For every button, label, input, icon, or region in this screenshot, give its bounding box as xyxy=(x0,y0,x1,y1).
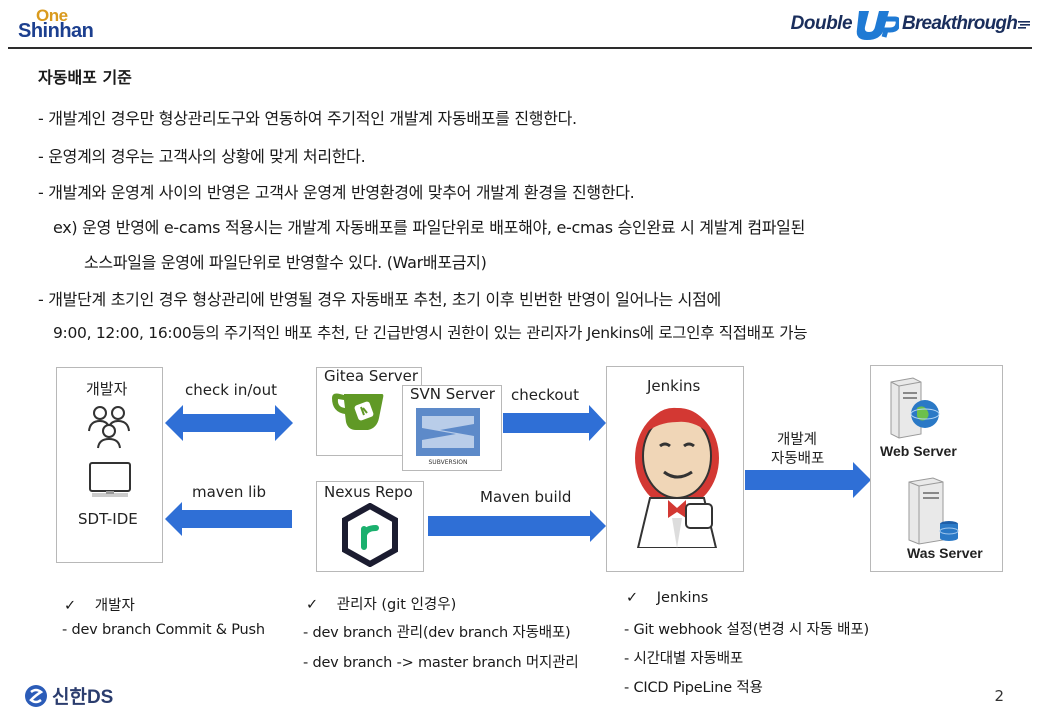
deploy-right-arrow xyxy=(745,462,871,498)
brand-logo: Double Breakthrough xyxy=(791,8,1032,40)
note-developer-item-1: - dev branch Commit & Push xyxy=(62,622,265,638)
monitor-icon xyxy=(89,462,131,497)
page-title: 자동배포 기준 xyxy=(38,68,132,87)
mavenbuild-right-arrow xyxy=(428,510,606,542)
page-number: 2 xyxy=(994,687,1004,705)
text-line-7: 9:00, 12:00, 16:00등의 주기적인 배포 추천, 단 긴급반영시… xyxy=(53,324,808,342)
mavenlib-label: maven lib xyxy=(192,483,267,501)
text-line-5: 소스파일을 운영에 파일단위로 반영할수 있다. (War배포금지) xyxy=(84,253,487,272)
web-server-label: Web Server xyxy=(880,443,957,459)
note-jenkins-item-3: - CICD PipeLine 적용 xyxy=(624,680,763,696)
note-check-jenkins: ✓ Jenkins xyxy=(626,590,708,606)
note-jenkins-item-1: - Git webhook 설정(변경 시 자동 배포) xyxy=(624,622,869,638)
note-check-admin: ✓ 관리자 (git 인경우) xyxy=(306,593,456,614)
logo-one-text: One xyxy=(36,6,68,25)
text-line-2: - 운영계의 경우는 고객사의 상황에 맞게 처리한다. xyxy=(38,147,366,166)
brand-speed-icon xyxy=(1018,21,1030,29)
checkin-double-arrow xyxy=(165,405,293,441)
svn-server-label: SVN Server xyxy=(410,385,495,403)
check-icon: ✓ xyxy=(64,598,77,614)
was-server-icon xyxy=(908,477,959,545)
header-divider xyxy=(8,47,1032,49)
shinhan-ds-icon xyxy=(25,684,47,707)
deploy-label-line2: 자동배포 xyxy=(771,451,825,467)
note-admin-item-1: - dev branch 관리(dev branch 자동배포) xyxy=(303,625,571,641)
note-jenkins-item-2: - 시간대별 자동배포 xyxy=(624,651,743,667)
text-line-6: - 개발단계 초기인 경우 형상관리에 반영될 경우 자동배포 추천, 초기 이… xyxy=(38,290,721,309)
brand-word-breakthrough: Breakthrough xyxy=(902,13,1018,34)
jenkins-butler-icon xyxy=(635,407,719,548)
text-line-4: ex) 운영 반영에 e-cams 적용시는 개발계 자동배포를 파일단위로 배… xyxy=(53,218,806,237)
web-server-icon xyxy=(890,377,940,439)
users-icon xyxy=(88,406,130,449)
mavenlib-left-arrow xyxy=(165,502,292,536)
gitea-server-label: Gitea Server xyxy=(324,367,419,385)
text-line-1: - 개발계인 경우만 형상관리도구와 연동하여 주기적인 개발계 자동배포를 진… xyxy=(38,109,577,128)
check-icon: ✓ xyxy=(306,597,319,613)
note-admin-item-2: - dev branch -> master branch 머지관리 xyxy=(303,655,579,671)
footer-logo-text: 신한DS xyxy=(52,687,114,708)
nexus-repo-label: Nexus Repo xyxy=(324,483,413,501)
note-title-admin: 관리자 (git 인경우) xyxy=(336,597,457,613)
check-icon: ✓ xyxy=(626,590,639,606)
logo-shinhan-text: Shinhan xyxy=(18,20,94,42)
developer-box xyxy=(56,367,163,563)
developer-label: 개발자 xyxy=(86,380,128,398)
mavenbuild-label: Maven build xyxy=(480,488,572,506)
checkin-label: check in/out xyxy=(185,381,277,399)
checkout-label: checkout xyxy=(511,386,579,404)
checkout-right-arrow xyxy=(503,405,606,441)
gitea-icon xyxy=(332,393,384,430)
was-server-label: Was Server xyxy=(907,545,983,561)
svn-logo-text: SUBVERSION xyxy=(429,459,468,466)
subversion-icon: SUBVERSION xyxy=(416,408,480,466)
note-title-jenkins: Jenkins xyxy=(656,590,709,606)
jenkins-label: Jenkins xyxy=(647,377,701,395)
brand-word-double: Double xyxy=(790,13,853,34)
footer-logo: 신한DS xyxy=(24,682,113,709)
brand-up-icon xyxy=(856,11,900,40)
note-check-developer: ✓ 개발자 xyxy=(64,594,135,615)
deploy-label-line1: 개발계 xyxy=(777,432,818,448)
note-title-developer: 개발자 xyxy=(94,598,135,614)
nexus-icon xyxy=(342,503,398,567)
ide-label: SDT-IDE xyxy=(78,510,138,528)
text-line-3: - 개발계와 운영계 사이의 반영은 고객사 운영계 반영환경에 맞추어 개발계… xyxy=(38,183,635,202)
